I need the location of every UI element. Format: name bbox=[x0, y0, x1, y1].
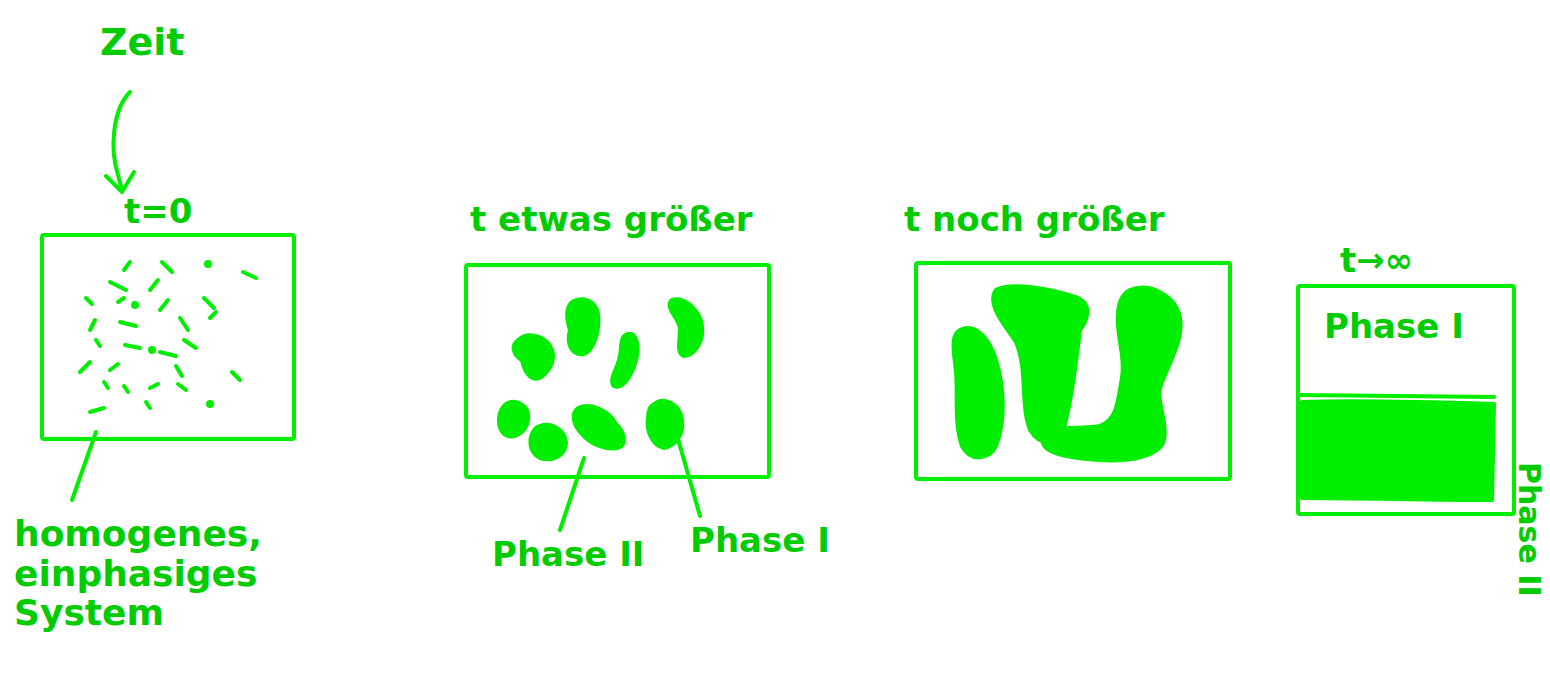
stage-box: t=0 bbox=[40, 233, 296, 441]
text-label: Phase I bbox=[690, 522, 830, 559]
lower-phase bbox=[1302, 401, 1494, 500]
leader-line bbox=[676, 432, 700, 516]
text-label: Phase II bbox=[1513, 462, 1546, 597]
small-droplets bbox=[499, 299, 702, 459]
text-label: homogenes, einphasiges System bbox=[14, 514, 304, 633]
stage-box: t noch größer bbox=[914, 261, 1232, 481]
text-label: Zeit bbox=[100, 22, 185, 64]
arrow-head bbox=[106, 172, 134, 192]
coarse-domains bbox=[954, 286, 1181, 460]
leader-line bbox=[560, 458, 584, 530]
text-label: Phase II bbox=[492, 536, 645, 573]
phase-label: Phase I bbox=[1324, 308, 1464, 345]
time-heading: t=0 bbox=[124, 193, 192, 230]
time-arrow bbox=[114, 92, 130, 190]
stage-box: t→∞Phase I bbox=[1296, 284, 1516, 516]
time-heading: t→∞ bbox=[1340, 242, 1413, 279]
stage-box: t etwas größer bbox=[464, 263, 771, 479]
dispersed-dots bbox=[80, 262, 256, 412]
time-heading: t etwas größer bbox=[470, 201, 753, 238]
time-heading: t noch größer bbox=[904, 201, 1165, 238]
phase-boundary bbox=[1300, 395, 1494, 397]
leader-line bbox=[72, 432, 96, 500]
